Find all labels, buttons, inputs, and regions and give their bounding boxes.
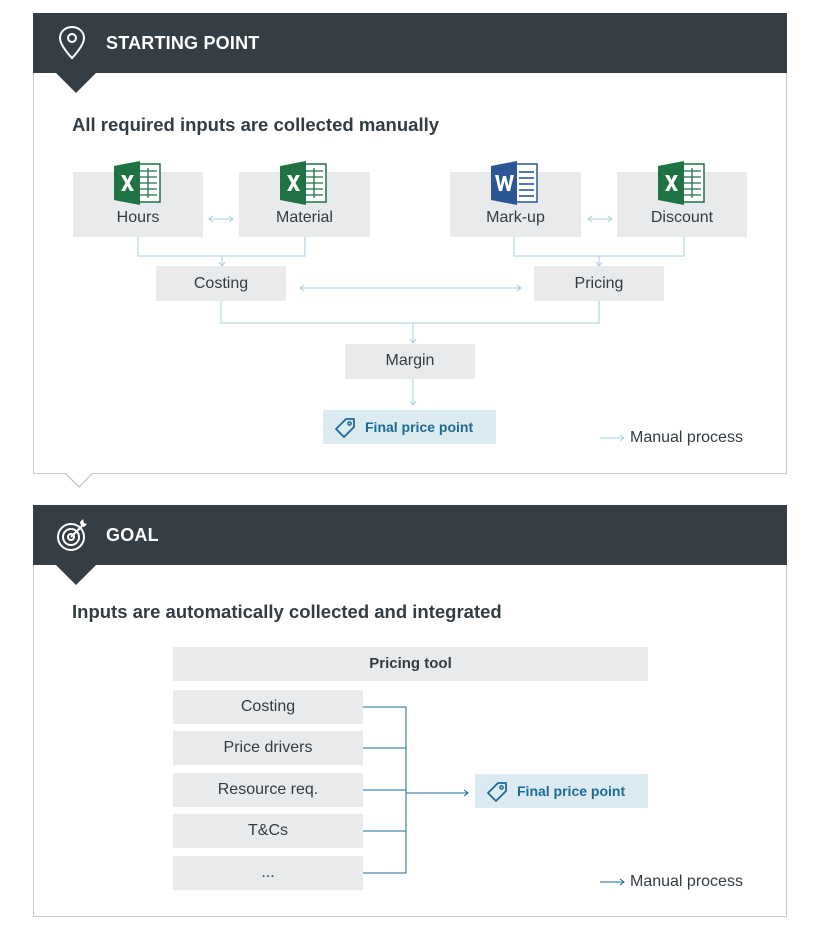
costing-box: Costing — [156, 266, 286, 301]
header-pointer — [56, 565, 96, 585]
target-icon — [57, 519, 87, 551]
margin-box: Margin — [345, 344, 475, 379]
goal-item-more: ... — [173, 856, 363, 890]
price-tag-icon — [335, 418, 355, 438]
goal-final-price-point-box: Final price point — [475, 774, 648, 808]
arrow-right-icon — [600, 878, 625, 886]
goal-item-price-drivers: Price drivers — [173, 731, 363, 765]
excel-icon — [114, 161, 161, 205]
legend-manual-process: Manual process — [600, 429, 743, 447]
pricing-box: Pricing — [534, 266, 664, 301]
final-price-point-box: Final price point — [323, 410, 496, 444]
excel-icon — [658, 161, 705, 205]
price-tag-icon — [487, 782, 507, 802]
pricing-tool-header: Pricing tool — [173, 647, 648, 681]
goal-title: GOAL — [106, 525, 159, 545]
starting-point-title: STARTING POINT — [106, 33, 260, 53]
goal-item-resource-req: Resource req. — [173, 773, 363, 807]
starting-heading: All required inputs are collected manual… — [72, 114, 440, 135]
header-pointer — [56, 73, 96, 93]
arrow-right-icon — [600, 434, 625, 442]
starting-point-header: STARTING POINT — [33, 13, 787, 73]
excel-icon — [280, 161, 327, 205]
location-pin-icon — [58, 25, 86, 60]
goal-heading: Inputs are automatically collected and i… — [72, 601, 502, 622]
goal-header: GOAL — [33, 505, 787, 565]
goal-legend-manual-process: Manual process — [600, 873, 743, 891]
goal-panel: GOAL — [33, 505, 787, 917]
word-icon — [491, 161, 538, 205]
goal-item-tcs: T&Cs — [173, 814, 363, 848]
starting-point-panel: STARTING POINT — [33, 13, 787, 474]
goal-item-costing: Costing — [173, 690, 363, 724]
